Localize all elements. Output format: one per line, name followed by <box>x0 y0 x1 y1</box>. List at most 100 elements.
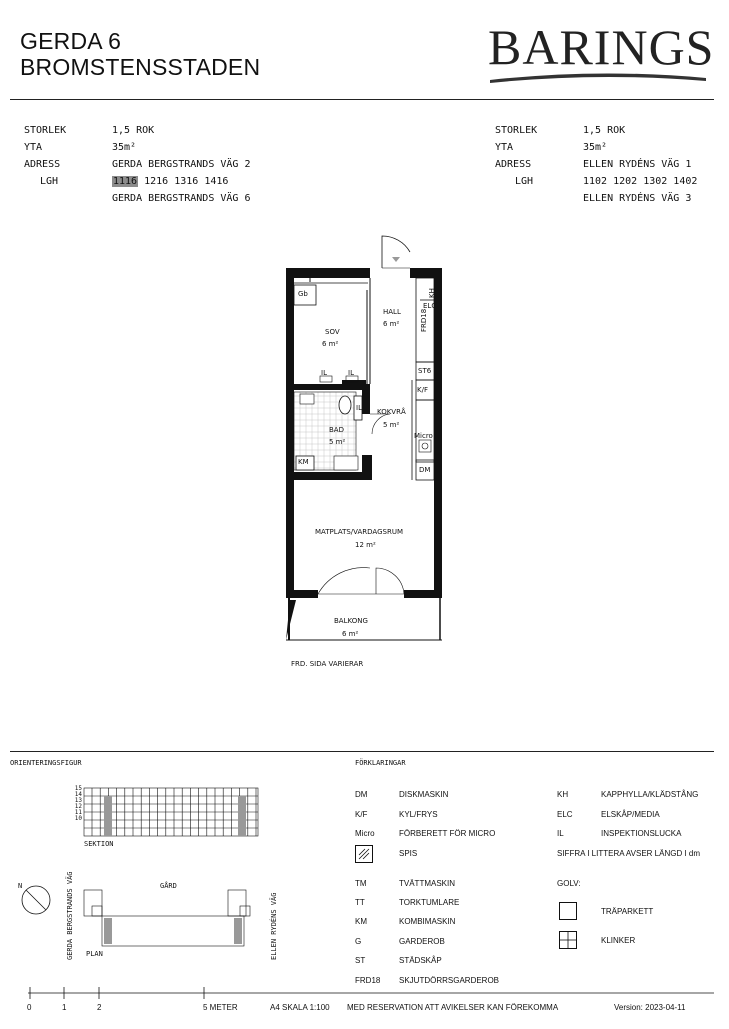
brand-logo: BARINGS <box>488 19 715 75</box>
page-title: GERDA 6 BROMSTENSSTADEN <box>20 28 260 80</box>
room-matplats: MATPLATS/VARDAGSRUM <box>315 528 403 536</box>
room-hall: HALL <box>383 308 401 316</box>
legend-text-g: GARDEROB <box>399 937 445 946</box>
parquet-icon <box>559 902 577 920</box>
legend: DM DISKMASKIN K/F KYL/FRYS Micro FÖRBERE… <box>355 790 715 990</box>
room-matplats-area: 12 m² <box>355 541 376 549</box>
label-plan: PLAN <box>86 950 103 958</box>
legend-text-elc: ELSKÅP/MEDIA <box>601 810 660 819</box>
info-left: STORLEK 1,5 ROK YTA 35m² ADRESS GERDA BE… <box>24 122 344 212</box>
legend-text-spis: SPIS <box>399 849 418 858</box>
entry-door-icon <box>381 235 411 268</box>
info-left-yta-value: 35m² <box>112 142 137 153</box>
legend-text-klinker: KLINKER <box>601 936 636 945</box>
label-frd18: FRD18 <box>420 308 428 332</box>
info-left-address2: GERDA BERGSTRANDS VÄG 6 <box>112 193 251 204</box>
legend-golv: GOLV: <box>557 879 581 888</box>
legend-text-kh: KAPPHYLLA/KLÄDSTÅNG <box>601 790 699 799</box>
label-left-street: GERDA BERGSTRANDS VÄG <box>66 871 74 960</box>
room-kokvra-area: 5 m² <box>383 421 400 429</box>
north-arrow-icon <box>21 885 51 915</box>
title-line1: GERDA 6 <box>20 28 122 54</box>
selected-apartment: 1116 <box>112 176 139 187</box>
info-right-yta-key: YTA <box>495 142 514 153</box>
info-right-adress-key: ADRESS <box>495 159 532 170</box>
info-right-address2: ELLEN RYDÉNS VÄG 3 <box>583 193 692 204</box>
legend-code-g: G <box>355 937 362 946</box>
info-right-storlek-value: 1,5 ROK <box>583 125 626 136</box>
floor-numbers: 15 14 13 12 11 10 <box>74 786 82 822</box>
label-north: N <box>18 882 23 890</box>
floor-11: 11 <box>74 809 82 816</box>
legend-code-dm: DM <box>355 790 368 799</box>
legend-code-il: IL <box>557 829 564 838</box>
floor-12: 12 <box>74 803 82 810</box>
room-sov-area: 6 m² <box>322 340 339 348</box>
info-left-yta-key: YTA <box>24 142 43 153</box>
label-dm: DM <box>419 466 431 474</box>
legend-text-kf: KYL/FRYS <box>399 810 438 819</box>
scale-text: A4 SKALA 1:100 <box>270 1003 330 1012</box>
title-line2: BROMSTENSSTADEN <box>20 54 261 80</box>
sink-icon <box>299 393 315 405</box>
legend-text-il: INSPEKTIONSLUCKA <box>601 829 682 838</box>
room-sov: SOV <box>325 328 340 336</box>
legend-code-km: KM <box>355 917 367 926</box>
legend-siffra: SIFFRA I LITTERA AVSER LÄNGD I dm <box>557 849 700 858</box>
legend-text-dm: DISKMASKIN <box>399 790 449 799</box>
legend-text-parkett: TRÄPARKETT <box>601 907 654 916</box>
reservation-text: MED RESERVATION ATT AVIKELSER KAN FÖREKO… <box>347 1003 559 1012</box>
legend-code-elc: ELC <box>557 810 573 819</box>
floor-plan <box>286 235 442 641</box>
legend-text-km: KOMBIMASKIN <box>399 917 456 926</box>
tile-icon <box>559 931 577 949</box>
info-left-adress-key: ADRESS <box>24 159 61 170</box>
legend-text-st: STÄDSKÅP <box>399 956 442 965</box>
version-text: Version: 2023-04-11 <box>614 1003 686 1012</box>
scale-tick-1: 1 <box>62 1003 67 1012</box>
floor-10: 10 <box>74 815 82 822</box>
legend-text-micro: FÖRBERETT FÖR MICRO <box>399 829 496 838</box>
label-il-3: IL <box>356 404 362 412</box>
label-right-street: ELLEN RYDÉNS VÄG <box>270 892 278 960</box>
label-kf: K/F <box>417 386 428 394</box>
label-st6: ST6 <box>418 367 432 375</box>
legend-code-tm: TM <box>355 879 367 888</box>
legend-code-st: ST <box>355 956 366 965</box>
info-left-storlek-value: 1,5 ROK <box>112 125 155 136</box>
header-divider <box>10 99 714 100</box>
legend-code-frd18: FRD18 <box>355 976 381 985</box>
label-kh: KH <box>428 288 436 298</box>
wardrobe-gb <box>293 284 317 306</box>
outer-walls <box>286 268 442 598</box>
balcony-door-icon <box>375 567 405 595</box>
legend-title: FÖRKLARINGAR <box>355 759 406 767</box>
room-hall-area: 6 m² <box>383 320 400 328</box>
orientation-figure <box>21 787 259 947</box>
label-micro: Micro <box>414 432 433 440</box>
other-apartments: 1216 1316 1416 <box>144 176 229 187</box>
info-left-storlek-key: STORLEK <box>24 125 67 136</box>
label-km: KM <box>298 458 309 466</box>
info-right-adress-value: ELLEN RYDÉNS VÄG 1 <box>583 159 692 170</box>
label-gb: Gb <box>298 290 308 298</box>
label-il-1: IL <box>321 369 327 377</box>
legend-code-micro: Micro <box>355 829 375 838</box>
room-kokvra: KOKVRÅ <box>377 408 406 416</box>
legend-code-kh: KH <box>557 790 569 799</box>
floor-14: 14 <box>74 791 82 798</box>
info-left-adress-value: GERDA BERGSTRANDS VÄG 2 <box>112 159 251 170</box>
orientation-title: ORIENTERINGSFIGUR <box>10 759 82 767</box>
room-balkong-area: 6 m² <box>342 630 359 638</box>
legend-text-tt: TORKTUMLARE <box>399 898 460 907</box>
info-right-storlek-key: STORLEK <box>495 125 538 136</box>
room-bad: BAD <box>329 426 344 434</box>
scale-tick-5: 5 METER <box>203 1003 238 1012</box>
toilet-icon <box>338 395 352 415</box>
label-elc: ELC <box>423 302 437 310</box>
plan-note: FRD. SIDA VARIERAR <box>291 660 364 668</box>
info-right-yta-value: 35m² <box>583 142 608 153</box>
scale-tick-0: 0 <box>27 1003 32 1012</box>
scale-tick-2: 2 <box>97 1003 102 1012</box>
label-gard: GÅRD <box>160 882 177 890</box>
